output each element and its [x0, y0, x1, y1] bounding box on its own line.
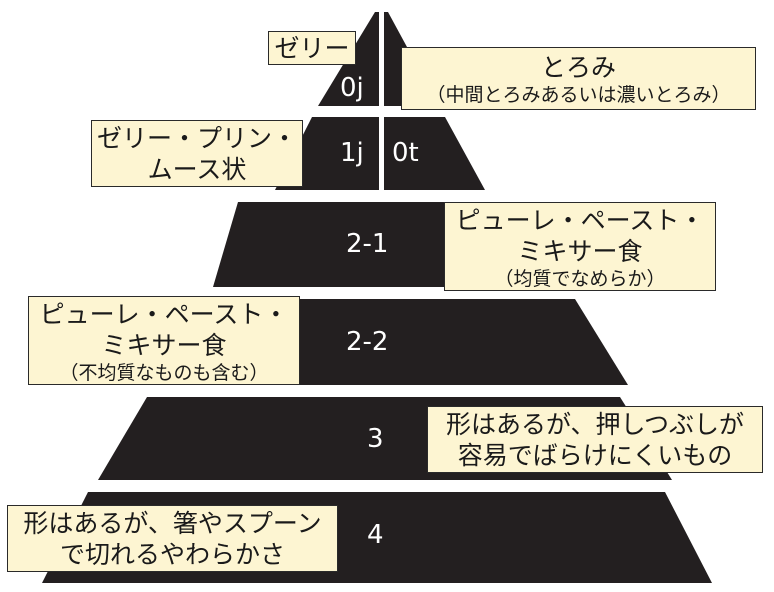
level-label-4: 4: [367, 520, 384, 550]
callout-puree-heterogeneous-note: （不均質なものも含む）: [59, 362, 269, 384]
level-label-2-2: 2-2: [346, 327, 389, 357]
callout-jelly-pudding-line-1: ゼリー・プリン・: [96, 124, 297, 153]
callout-level-3-line-2: 容易でばらけにくいもの: [457, 441, 733, 470]
callout-jelly-line-1: ゼリー: [274, 34, 350, 63]
callout-jelly-pudding: ゼリー・プリン・ ムース状: [91, 120, 303, 187]
callout-jelly: ゼリー: [268, 31, 356, 65]
callout-jelly-pudding-line-2: ムース状: [147, 155, 247, 184]
callout-puree-homogeneous-line-2: ミキサー食: [517, 237, 643, 266]
callout-puree-homogeneous-note: （均質でなめらか）: [494, 268, 666, 290]
callout-puree-heterogeneous: ピューレ・ペースト・ ミキサー食 （不均質なものも含む）: [28, 296, 300, 385]
callout-level-4-line-2: で切れるやわらかさ: [59, 540, 285, 569]
callout-level-3: 形はあるが、押しつぶしが 容易でばらけにくいもの: [427, 406, 763, 473]
callout-puree-homogeneous-line-1: ピューレ・ペースト・: [455, 206, 705, 235]
callout-toromi: とろみ （中間とろみあるいは濃いとろみ）: [401, 47, 756, 110]
level-label-0t: 0t: [392, 138, 419, 168]
callout-level-4-line-1: 形はあるが、箸やスプーン: [23, 509, 322, 538]
callout-puree-homogeneous: ピューレ・ペースト・ ミキサー食 （均質でなめらか）: [444, 202, 716, 291]
pyramid-tier-0t: [384, 117, 485, 190]
callout-toromi-line-1: とろみ: [540, 53, 616, 82]
callout-toromi-note: （中間とろみあるいは濃いとろみ）: [426, 84, 731, 106]
level-label-1j: 1j: [340, 138, 364, 168]
level-label-0j: 0j: [340, 73, 364, 103]
level-label-2-1: 2-1: [346, 229, 389, 259]
callout-level-4: 形はあるが、箸やスプーン で切れるやわらかさ: [7, 505, 338, 572]
level-label-3: 3: [367, 424, 384, 454]
callout-puree-heterogeneous-line-1: ピューレ・ペースト・: [39, 300, 289, 329]
callout-level-3-line-1: 形はあるが、押しつぶしが: [445, 410, 744, 439]
callout-puree-heterogeneous-line-2: ミキサー食: [101, 331, 227, 360]
